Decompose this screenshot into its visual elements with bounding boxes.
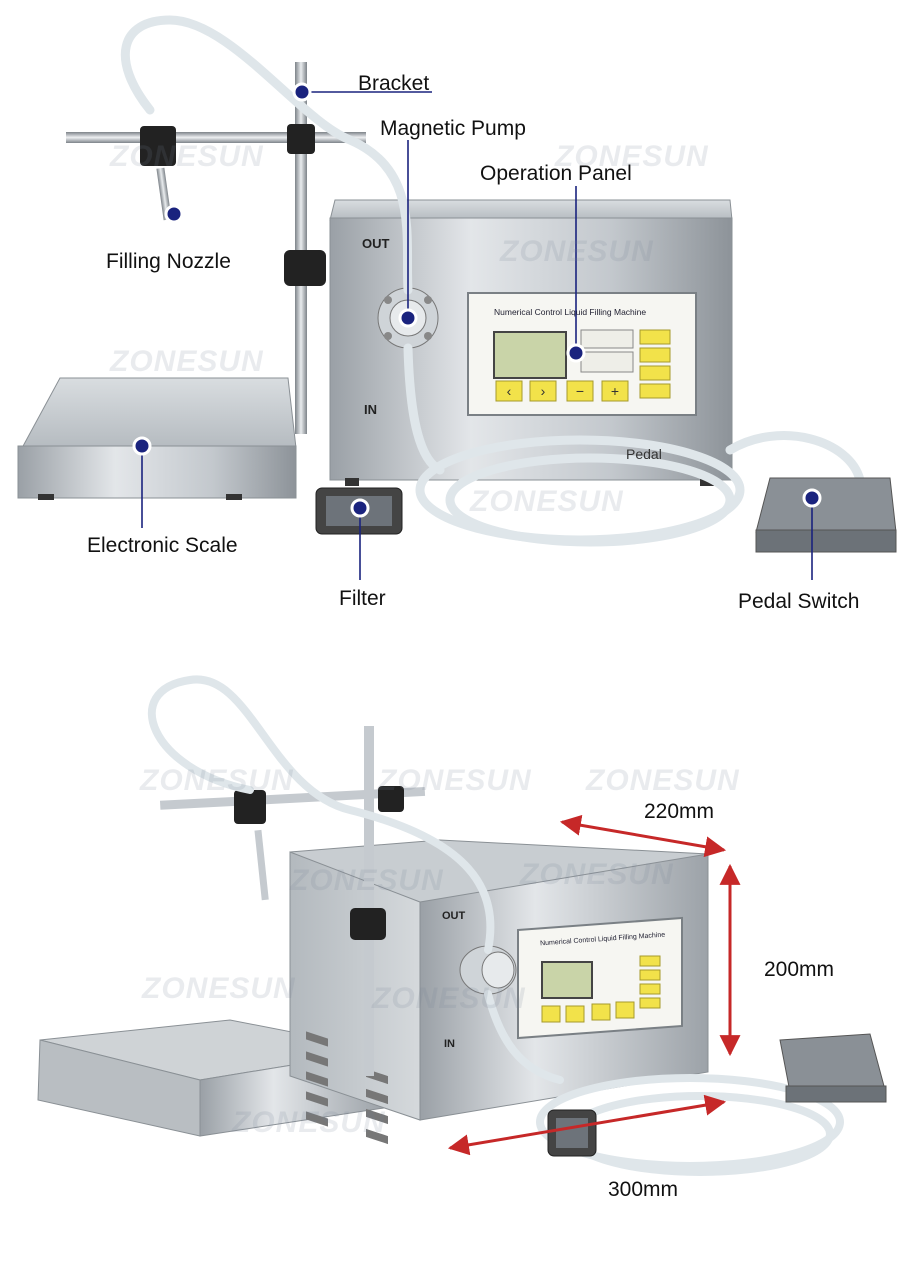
marker-dot [566,343,586,363]
pedal-switch [779,1033,887,1103]
operation-panel [517,916,683,1040]
svg-text:−: − [576,383,584,399]
callout-magnetic-pump: Magnetic Pump [380,117,526,140]
watermark: ZONESUN [586,764,740,797]
watermark: ZONESUN [232,1106,386,1139]
watermark: ZONESUN [520,858,674,891]
electronic-scale [17,377,297,500]
svg-text:+: + [611,383,619,399]
callout-leaders [141,91,813,580]
callout-operation-panel: Operation Panel [480,162,632,185]
watermark: ZONESUN [500,235,654,268]
marker-dot [292,82,312,102]
watermark: ZONESUN [372,982,526,1015]
arrow-keys: ‹ › − + [495,380,629,402]
inlet-label: IN [444,1038,455,1050]
marker-dot [350,498,370,518]
width-dimension: 220mm [644,800,715,823]
callout-filter: Filter [339,587,386,610]
watermark: ZONESUN [378,764,532,797]
labeled-product-view: ‹ › − + [17,15,897,613]
lcd-screen [493,331,567,379]
watermark: ZONESUN [290,864,444,897]
svg-text:‹: ‹ [507,383,512,399]
watermark: ZONESUN [142,972,296,1005]
marker-dot [164,204,184,224]
callout-filling-nozzle: Filling Nozzle [106,250,231,273]
height-dimension: 200mm [764,958,835,981]
pedal-switch [755,477,897,553]
watermark: ZONESUN [110,345,264,378]
magnetic-pump [459,945,517,995]
machine-illustration-bottom [37,675,887,1176]
operation-panel: ‹ › − + [467,292,697,416]
depth-dimension: 300mm [608,1178,679,1201]
watermark: ZONESUN [470,485,624,518]
silicone-tubing [120,15,865,547]
callout-pedal-switch: Pedal Switch [738,590,860,613]
watermark: ZONESUN [555,140,709,173]
inlet-label: IN [364,402,377,417]
dimension-view: ZONESUN ZONESUN ZONESUN ZONESUN ZONESUN … [0,640,900,1276]
machine-illustration-top: ‹ › − + [17,15,897,580]
width-arrow [559,814,727,858]
svg-text:›: › [541,383,546,399]
panel-title: Numerical Control Liquid Filling Machine [494,307,647,317]
filter [547,1109,597,1157]
marker-dot [398,308,418,328]
outlet-label: OUT [442,910,466,922]
machine-body [289,839,709,1145]
bracket [66,62,366,434]
callout-bracket: Bracket [358,72,430,95]
watermark: ZONESUN [110,140,264,173]
callout-markers [132,82,822,518]
pedal-tag: Pedal [626,446,662,462]
outlet-label: OUT [362,236,390,251]
dimension-arrows [447,814,741,1156]
depth-arrow [447,1094,727,1156]
marker-dot [132,436,152,456]
bracket [159,726,426,1076]
callout-electronic-scale: Electronic Scale [87,534,238,557]
function-keys [639,329,671,399]
marker-dot [802,488,822,508]
watermark: ZONESUN [140,764,294,797]
